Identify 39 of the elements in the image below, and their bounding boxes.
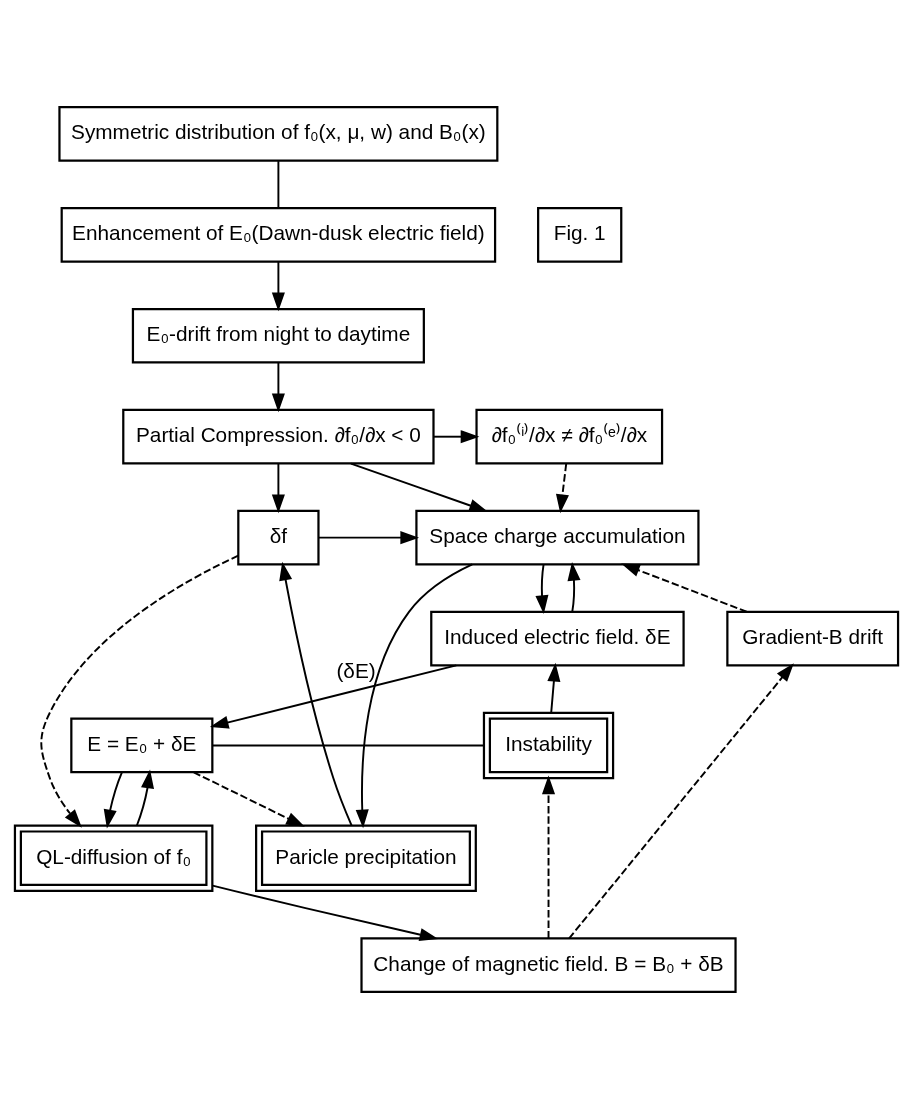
arrow [103,771,123,829]
arrow [349,462,488,512]
node-box: Induced electric field. δE [429,610,685,667]
connector [276,160,279,209]
node-box: E = E₀ + δE [69,717,213,774]
node-box: δf [236,509,320,566]
node-box: Fig. 1 [536,207,622,263]
arrow [541,775,555,940]
arrow [135,769,154,827]
node-box: Enhancement of E₀(Dawn-dusk electric field) [60,207,496,263]
arrow [192,771,305,827]
arrow [317,531,419,545]
arrow [39,554,239,828]
node-box: Paricle precipitation [254,824,477,892]
arrow [271,261,285,312]
arrow [534,563,548,615]
arrow [271,362,285,413]
node-box: QL-diffusion of f₀ [13,824,213,892]
edge-label: (δE) [335,658,376,682]
arrow [546,662,560,714]
arrow [278,561,352,827]
node-box: ∂f₀⁽ⁱ⁾/∂x ≠ ∂f₀⁽ᵉ⁾/∂x [474,408,663,465]
arrow [355,563,473,829]
connector [211,744,485,747]
arrow [211,884,438,942]
node-box: Symmetric distribution of f₀(x, μ, w) and B₀(x) [57,106,498,162]
node-box: Gradient-B drift [725,610,899,667]
arrow [432,430,479,444]
arrow [620,563,748,613]
arrow [567,663,794,940]
arrow [566,561,580,613]
arrow [555,462,569,514]
node-box: Instability [482,711,614,780]
arrow [271,462,285,514]
node-box: Space charge accumulation [414,509,700,566]
node-box: E₀-drift from night to daytime [131,307,425,364]
node-box: Partial Compression. ∂f₀/∂x < 0 [121,408,435,465]
arrow [209,664,457,729]
node-box: Change of magnetic field. B = B₀ + δB [359,937,737,993]
